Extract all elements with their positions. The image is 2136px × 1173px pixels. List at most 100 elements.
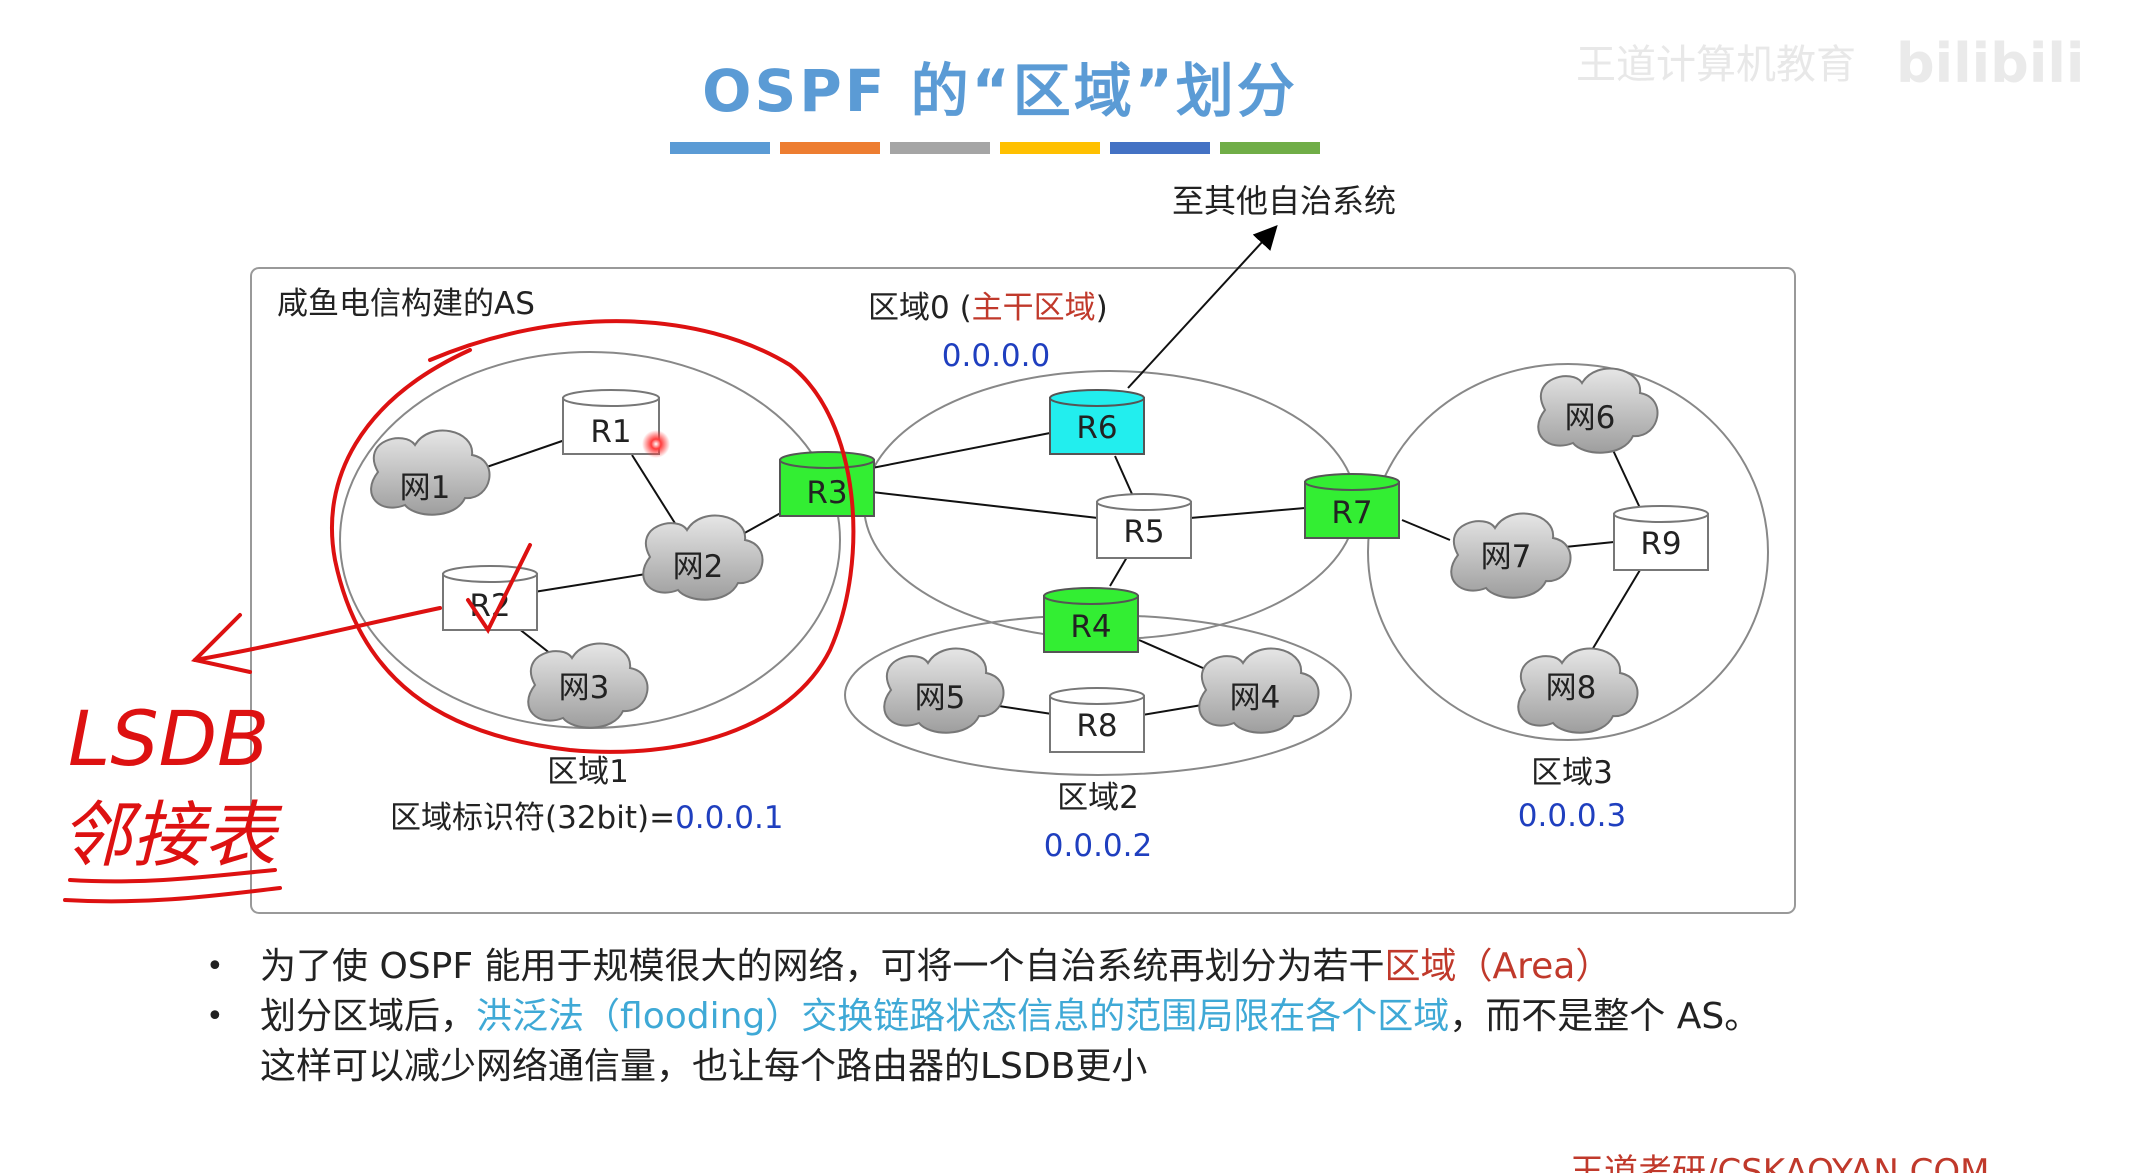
net2-cloud-shape <box>642 514 764 601</box>
net4-cloud-shape <box>1198 647 1320 734</box>
r4-top <box>1043 587 1139 605</box>
bullet-list: • 为了使 OSPF 能用于规模很大的网络，可将一个自治系统再划分为若干区域（A… <box>200 942 2040 1092</box>
r1-top <box>562 389 660 407</box>
net3-label: 网3 <box>559 670 610 706</box>
link-net2-r3 <box>740 509 787 536</box>
net7-cloud: 网7 <box>1450 512 1572 599</box>
bullet-item-2: • 划分区域后，洪泛法（flooding）交换链路状态信息的范围局限在各个区域，… <box>200 992 2040 1092</box>
r1-label: R1 <box>590 414 631 450</box>
r2-top <box>442 565 538 583</box>
bilibili-logo-icon: bilibili <box>1896 32 2084 95</box>
footer-brand: 王道考研/CSKAOYAN.COM <box>1570 1152 1990 1173</box>
bullet-2-text-post: ，而不是整个 AS。 <box>1449 996 1761 1037</box>
color-bar-seg-2 <box>780 142 880 154</box>
net2-label: 网2 <box>673 549 724 585</box>
r9-body <box>1613 513 1709 571</box>
as-label: 咸鱼电信构建的AS <box>277 286 535 322</box>
watermark-text: 王道计算机教育 <box>1576 42 1856 88</box>
area1-circle-annotation <box>330 319 856 754</box>
area0-close: ) <box>1096 290 1108 326</box>
underline-annotation-2 <box>63 886 282 904</box>
area1-id: 0.0.0.1 <box>675 800 783 836</box>
slide-title: OSPF 的“区域”划分 <box>702 57 1298 125</box>
r6-top <box>1049 389 1145 407</box>
bullet-2-text: 划分区域后， <box>260 996 477 1037</box>
bullet-1-highlight: 区域（Area） <box>1384 946 1612 987</box>
color-bar-seg-5 <box>1110 142 1210 154</box>
area0-id: 0.0.0.0 <box>942 338 1050 374</box>
r7-top <box>1304 473 1400 491</box>
area0-label: 区域0 (主干区域) <box>868 290 1108 326</box>
r9-top <box>1613 505 1709 523</box>
r5-label: R5 <box>1123 514 1164 550</box>
r4-body <box>1043 595 1139 653</box>
net1-cloud-shape <box>370 429 491 516</box>
checkmark-annotation <box>466 543 532 634</box>
area1-id-line: 区域标识符(32bit)=0.0.0.1 <box>390 800 784 836</box>
net3-cloud-shape <box>527 642 649 729</box>
link-r3-r5 <box>871 491 1099 519</box>
link-r4-net4 <box>1138 639 1213 673</box>
bullet-dot-icon: • <box>206 949 224 984</box>
link-net1-r1 <box>477 439 566 471</box>
bullet-item-1: • 为了使 OSPF 能用于规模很大的网络，可将一个自治系统再划分为若干区域（A… <box>200 942 2040 992</box>
link-r6-external-arrow <box>1127 225 1278 389</box>
router-r9: R9 <box>1613 505 1709 571</box>
bullet-2-line2: 这样可以减少网络通信量，也让每个路由器的LSDB更小 <box>260 1046 1148 1087</box>
link-r9-net8 <box>1591 569 1641 651</box>
net5-cloud-shape <box>883 647 1005 734</box>
r3-top <box>779 451 875 469</box>
color-bar-seg-6 <box>1220 142 1320 154</box>
r6-label: R6 <box>1076 410 1117 446</box>
router-r2: R2 <box>442 565 538 631</box>
router-r4: R4 <box>1043 587 1139 653</box>
link-r6-r5 <box>1114 455 1133 495</box>
net8-label: 网8 <box>1546 670 1597 706</box>
net2-cloud: 网2 <box>642 514 764 601</box>
bullet-dot-icon: • <box>206 999 224 1034</box>
lsdb-handwriting: LSDB <box>68 694 269 783</box>
area0-name: 区域0 ( <box>868 290 972 326</box>
bullet-2-highlight: 洪泛法（flooding）交换链路状态信息的范围局限在各个区域 <box>476 996 1450 1037</box>
link-net5-r8 <box>991 704 1053 715</box>
net8-cloud-shape <box>1517 647 1639 734</box>
link-r2-net2 <box>533 573 647 593</box>
red-annotations <box>63 319 856 904</box>
router-r5: R5 <box>1096 493 1192 559</box>
link-r1-net2 <box>631 454 679 529</box>
net4-cloud: 网4 <box>1198 647 1320 734</box>
r8-body <box>1049 695 1145 753</box>
net3-cloud: 网3 <box>527 642 649 729</box>
net1-label: 网1 <box>400 470 451 506</box>
net4-label: 网4 <box>1230 680 1281 716</box>
r3-label: R3 <box>806 475 847 511</box>
r9-label: R9 <box>1640 526 1681 562</box>
link-r3-r6 <box>871 432 1051 469</box>
router-r6: R6 <box>1049 389 1145 455</box>
router-r8: R8 <box>1049 687 1145 753</box>
area1-name: 区域1 <box>547 754 629 790</box>
net6-label: 网6 <box>1565 400 1616 436</box>
r7-label: R7 <box>1331 495 1372 531</box>
r5-body <box>1096 501 1192 559</box>
net5-label: 网5 <box>915 680 966 716</box>
color-bar-seg-3 <box>890 142 990 154</box>
net7-cloud-shape <box>1450 512 1572 599</box>
link-r7-net7 <box>1401 519 1451 541</box>
net7-label: 网7 <box>1481 539 1532 575</box>
title-color-bar <box>670 142 1330 154</box>
link-net6-r9 <box>1611 447 1641 509</box>
link-r5-r7 <box>1189 507 1306 519</box>
color-bar-seg-4 <box>1000 142 1100 154</box>
link-r8-net4 <box>1141 704 1203 716</box>
router-r7: R7 <box>1304 473 1400 539</box>
net6-cloud-shape <box>1537 367 1659 454</box>
watermark: 王道计算机教育 bilibili <box>1576 30 2096 100</box>
r8-top <box>1049 687 1145 705</box>
net8-cloud: 网8 <box>1517 647 1639 734</box>
area3-id: 0.0.0.3 <box>1518 798 1626 834</box>
area3-ellipse <box>1367 363 1769 741</box>
area1-id-prefix: 区域标识符(32bit)= <box>390 800 675 836</box>
r4-label: R4 <box>1070 609 1111 645</box>
